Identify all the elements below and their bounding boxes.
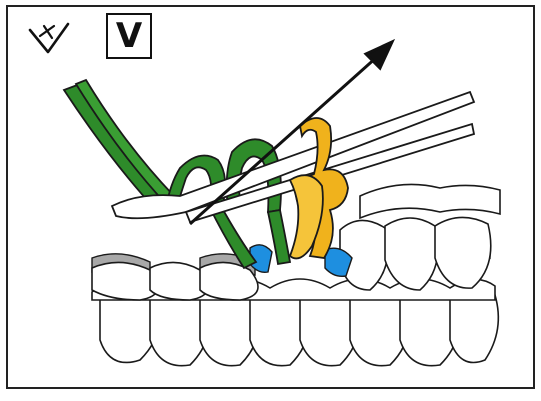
crochet-illustration bbox=[0, 0, 541, 401]
